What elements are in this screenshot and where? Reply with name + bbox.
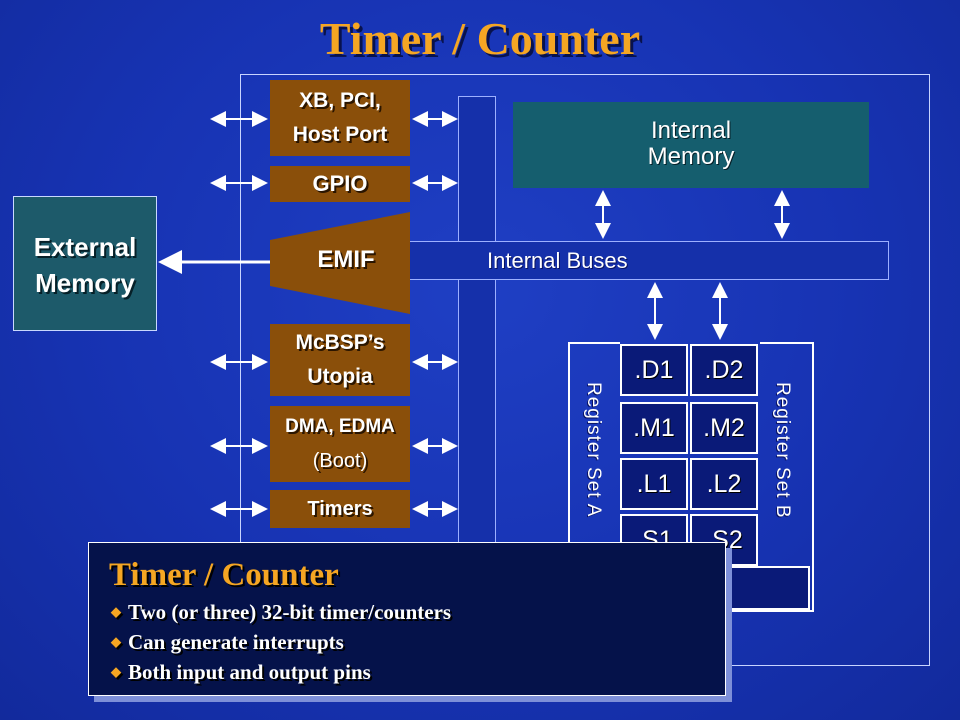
diamond-bullet-icon: ◆ xyxy=(111,604,121,619)
internal-buses-label: Internal Buses xyxy=(487,248,628,273)
timers-block: Timers xyxy=(270,490,410,528)
vertical-internal-bus xyxy=(458,96,496,546)
timer-counter-callout: Timer / Counter ◆ Two (or three) 32-bit t… xyxy=(88,542,726,696)
mcbsp-utopia-block: McBSP’s Utopia xyxy=(270,324,410,396)
dma-line2: (Boot) xyxy=(312,450,368,472)
callout-bullet: ◆ Two (or three) 32-bit timer/counters xyxy=(111,597,451,627)
callout-bullet-list: ◆ Two (or three) 32-bit timer/counters ◆ C… xyxy=(111,597,451,687)
register-set-b-label: Register Set B xyxy=(772,382,793,519)
horizontal-internal-bus xyxy=(408,241,889,280)
xb-line1: XB, PCI, xyxy=(299,89,381,112)
unit-m1: .M1 xyxy=(620,402,688,454)
emif-label: EMIF xyxy=(317,246,375,273)
unit-l1: .L1 xyxy=(620,458,688,510)
dma-edma-block: DMA, EDMA (Boot) xyxy=(270,406,410,482)
mcbsp-line1: McBSP’s xyxy=(295,331,385,354)
callout-bullet-text: Both input and output pins xyxy=(128,660,371,684)
external-memory-line1: External xyxy=(33,232,137,262)
callout-bullet: ◆ Can generate interrupts xyxy=(111,627,451,657)
register-area-fill xyxy=(724,566,810,610)
diamond-bullet-icon: ◆ xyxy=(111,664,121,679)
internal-memory-block: Internal Memory xyxy=(513,102,869,188)
diamond-bullet-icon: ◆ xyxy=(111,634,121,649)
external-memory-block: External Memory xyxy=(13,196,157,331)
callout-title: Timer / Counter xyxy=(109,557,339,593)
external-memory-line2: Memory xyxy=(35,268,135,298)
xb-pci-host-port-block: XB, PCI, Host Port xyxy=(270,80,410,156)
callout-bullet-text: Can generate interrupts xyxy=(128,630,344,654)
unit-l2: .L2 xyxy=(690,458,758,510)
unit-m2: .M2 xyxy=(690,402,758,454)
callout-bullet: ◆ Both input and output pins xyxy=(111,657,451,687)
emif-block xyxy=(270,212,410,314)
xb-line2: Host Port xyxy=(292,123,388,146)
unit-d2: .D2 xyxy=(690,344,758,396)
unit-d1: .D1 xyxy=(620,344,688,396)
slide-title: Timer / Counter xyxy=(319,13,641,64)
dma-line1: DMA, EDMA xyxy=(285,416,395,437)
gpio-block: GPIO xyxy=(270,166,410,202)
internal-memory-line2: Memory xyxy=(647,143,735,170)
register-set-a-label: Register Set A xyxy=(583,382,604,518)
internal-memory-line1: Internal xyxy=(650,117,732,144)
mcbsp-line2: Utopia xyxy=(307,365,373,388)
callout-bullet-text: Two (or three) 32-bit timer/counters xyxy=(128,600,452,624)
